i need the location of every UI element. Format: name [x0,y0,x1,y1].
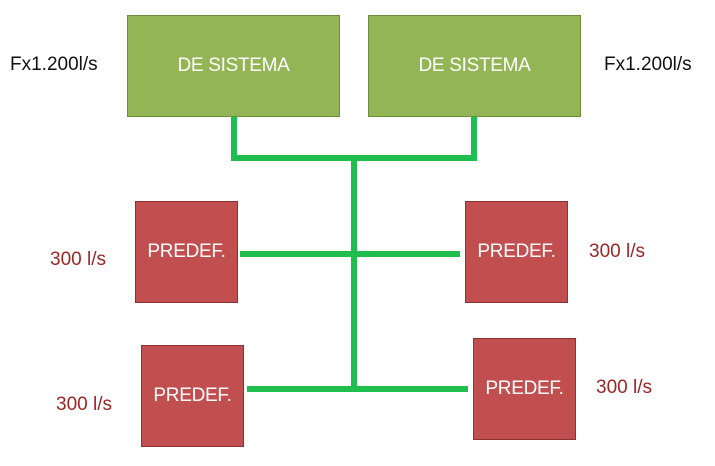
predef-box-bottom-left: PREDEF. [141,345,244,447]
system-left-flow-label: Fx1.200l/s [10,54,98,75]
system-box-left-label: DE SISTEMA [177,55,290,76]
system-box-right: DE SISTEMA [368,15,581,117]
predef-box-top-left: PREDEF. [135,201,238,303]
predef-top-right-flow-label: 300 l/s [589,241,645,262]
predef-box-top-right-label: PREDEF. [477,241,556,262]
connector-right-system-drop [471,116,477,160]
connector-main-trunk [351,155,357,391]
connector-upper-branch [240,251,460,257]
connector-left-system-drop [231,116,237,160]
predef-box-top-left-label: PREDEF. [147,241,226,262]
system-right-flow-label: Fx1.200l/s [604,54,692,75]
predef-bottom-right-flow-label: 300 l/s [596,377,652,398]
predef-top-left-flow-label: 300 l/s [50,249,106,270]
predef-box-top-right: PREDEF. [465,201,568,303]
system-box-left: DE SISTEMA [127,15,340,117]
predef-box-bottom-right-label: PREDEF. [485,378,564,399]
predef-box-bottom-right: PREDEF. [473,338,576,440]
predef-box-bottom-left-label: PREDEF. [153,385,232,406]
connector-lower-branch [247,386,468,392]
predef-bottom-left-flow-label: 300 l/s [56,394,112,415]
system-box-right-label: DE SISTEMA [418,55,531,76]
